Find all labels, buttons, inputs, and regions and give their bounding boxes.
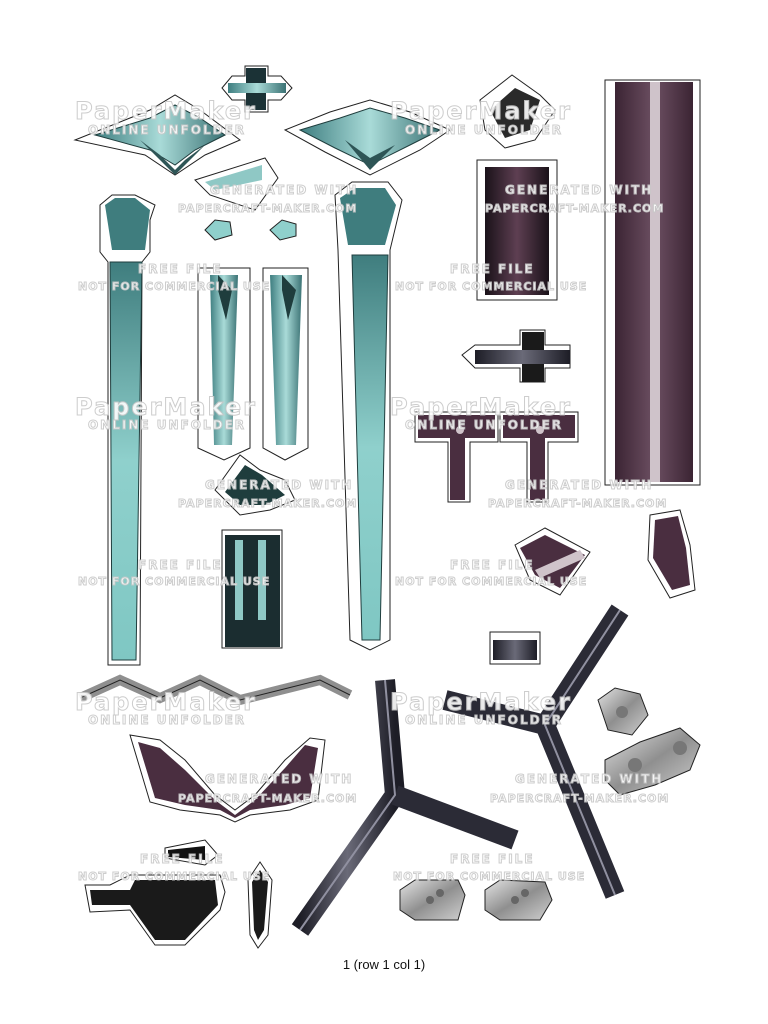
page-label: 1 (row 1 col 1) xyxy=(342,957,426,972)
hilt-grip-piece xyxy=(221,529,283,649)
small-gem-right xyxy=(269,219,297,241)
t-bracket-pieces xyxy=(414,411,579,503)
center-blade-long-piece xyxy=(334,181,403,651)
zigzag-strip-piece xyxy=(76,670,355,710)
blade-tip-piece xyxy=(194,157,279,211)
y-frame-left-piece xyxy=(286,666,529,944)
top-cross-piece xyxy=(221,65,293,113)
right-crossguard-piece xyxy=(283,99,452,176)
black-belt-piece xyxy=(84,874,226,946)
bat-wing-piece xyxy=(129,734,326,823)
small-spike-piece xyxy=(164,839,219,866)
double-bolt-piece xyxy=(604,727,701,796)
plum-strap-long-piece xyxy=(604,79,701,486)
small-gem-left xyxy=(204,219,233,241)
silver-plate-right xyxy=(484,879,553,921)
left-blade-long-piece xyxy=(99,194,156,666)
y-frame-right-piece xyxy=(431,596,634,909)
dark-clasp-piece xyxy=(479,74,556,149)
plum-bend-piece xyxy=(647,509,696,599)
narrow-blade-pieces xyxy=(197,267,309,461)
hex-bolt-piece xyxy=(597,687,649,736)
small-band-piece xyxy=(489,631,541,665)
dark-box-piece xyxy=(476,159,558,301)
silver-plate-left xyxy=(399,879,466,921)
dagger-piece xyxy=(247,861,273,949)
left-crossguard-piece xyxy=(73,94,241,176)
hilt-top-piece xyxy=(214,454,296,516)
plum-wedge-piece xyxy=(514,527,591,596)
small-cross-dark-piece xyxy=(461,329,571,383)
